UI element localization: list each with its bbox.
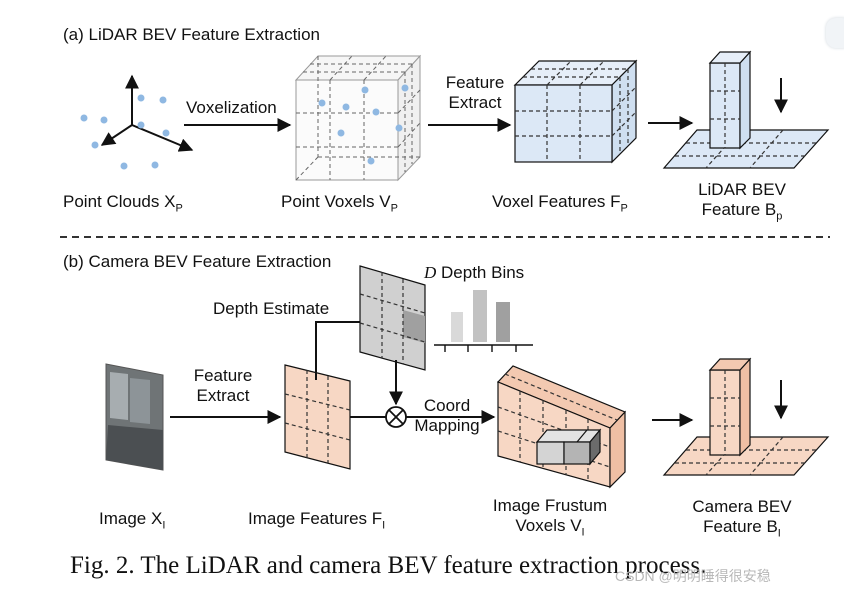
point-voxel-points bbox=[318, 84, 409, 165]
frustum-voxels-label: Image Frustum Voxels VI bbox=[492, 496, 608, 539]
camera-image bbox=[105, 363, 164, 471]
point-voxel-cube bbox=[294, 54, 422, 182]
image-features-plane bbox=[284, 364, 351, 470]
section-b-title: (b) Camera BEV Feature Extraction bbox=[63, 252, 332, 271]
lidar-bev-label: LiDAR BEV Feature Bp bbox=[698, 180, 786, 223]
voxelization-label: Voxelization bbox=[186, 98, 277, 117]
figure-caption: Fig. 2. The LiDAR and camera BEV feature… bbox=[70, 552, 707, 579]
point-clouds-label: Point Clouds XP bbox=[63, 192, 183, 215]
depth-map-plane bbox=[359, 265, 426, 371]
depth-bins-histogram bbox=[434, 290, 533, 352]
watermark: CSDN @明明睡得很安稳 bbox=[615, 568, 771, 584]
lidar-bev-feature bbox=[662, 50, 830, 169]
depth-bins-label: D Depth Bins bbox=[424, 263, 525, 282]
camera-bev-feature bbox=[662, 357, 830, 476]
image-features-label: Image Features FI bbox=[248, 509, 386, 532]
image-label: Image XI bbox=[99, 509, 166, 532]
section-a-title: (a) LiDAR BEV Feature Extraction bbox=[63, 25, 320, 44]
point-voxels-label: Point Voxels VP bbox=[281, 192, 398, 215]
corner-widget bbox=[826, 18, 844, 48]
frustum-voxels bbox=[496, 365, 627, 489]
voxel-features-cube bbox=[513, 59, 638, 164]
depth-estimate-label: Depth Estimate bbox=[213, 299, 330, 318]
outer-product-node bbox=[385, 406, 407, 428]
point-cloud-axes bbox=[100, 74, 194, 152]
point-cloud-points bbox=[80, 94, 170, 170]
voxel-features-label: Voxel Features FP bbox=[492, 192, 628, 215]
camera-bev-label: Camera BEV Feature BI bbox=[692, 497, 792, 540]
